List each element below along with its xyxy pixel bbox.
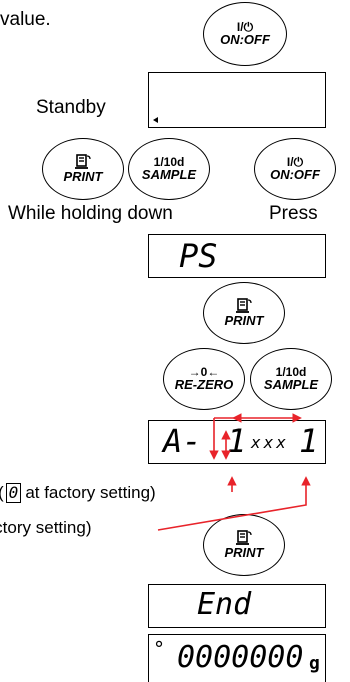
stable-mark: °	[153, 637, 166, 661]
print-icon	[236, 297, 252, 313]
ps-display-text: PS	[179, 237, 218, 275]
print-key-1[interactable]: PRINT	[42, 138, 124, 200]
print-icon	[75, 153, 91, 169]
print-key-label: PRINT	[224, 544, 264, 560]
standby-indicator	[153, 117, 158, 123]
sample-key-label: SAMPLE	[263, 376, 319, 392]
onoff-key-label: ON:OFF	[270, 166, 320, 182]
standby-display	[148, 72, 326, 128]
address-prefix-text: A-	[163, 422, 202, 460]
address-display: A- 1 xxx 1	[148, 420, 326, 464]
print-icon	[236, 529, 252, 545]
address-mid-text: xxx	[251, 433, 289, 452]
onoff-key-label: ON:OFF	[220, 31, 270, 47]
while-holding-label: While holding down	[8, 203, 173, 224]
sample-key-fraction: 1/10d	[153, 154, 185, 169]
end-display: End	[148, 584, 326, 628]
print-key-label: PRINT	[63, 168, 103, 184]
rezero-arrows-icon: →0←	[188, 364, 220, 379]
zero-display-text: 0000000	[177, 640, 304, 675]
unit-gram-text: g	[309, 653, 320, 674]
factory-digit-box: 0	[5, 483, 22, 503]
print-key-3[interactable]: PRINT	[203, 514, 285, 576]
onoff-key-2[interactable]: I/⏻ ON:OFF	[254, 138, 336, 200]
rezero-key-label: RE-ZERO	[174, 376, 234, 392]
power-icon: I/⏻	[236, 19, 254, 34]
print-key-label: PRINT	[224, 312, 264, 328]
power-icon: I/⏻	[286, 154, 304, 169]
onoff-key-top[interactable]: I/⏻ ON:OFF	[203, 2, 287, 66]
factory-annotation-2: factory setting)	[0, 518, 92, 537]
factory-annotation-1-paren: (	[0, 483, 4, 502]
press-label: Press	[269, 203, 318, 224]
sample-key-1[interactable]: 1/10d SAMPLE	[128, 138, 210, 200]
address-last-text: 1	[299, 422, 319, 460]
end-display-text: End	[197, 587, 252, 622]
factory-annotation-1: (0at factory setting)	[0, 483, 156, 503]
sample-key-2[interactable]: 1/10d SAMPLE	[250, 348, 332, 410]
factory-annotation-1-text: at factory setting)	[25, 483, 156, 502]
zero-display: ° 0000000 g	[148, 634, 326, 682]
sample-key-label: SAMPLE	[141, 166, 197, 182]
address-digit-text: 1	[227, 422, 247, 460]
standby-label: Standby	[36, 97, 106, 118]
rezero-key[interactable]: →0← RE-ZERO	[163, 348, 245, 410]
sample-key-fraction: 1/10d	[275, 364, 307, 379]
ps-display: PS	[148, 234, 326, 278]
print-key-2[interactable]: PRINT	[203, 282, 285, 344]
heading-text: value.	[0, 9, 51, 30]
